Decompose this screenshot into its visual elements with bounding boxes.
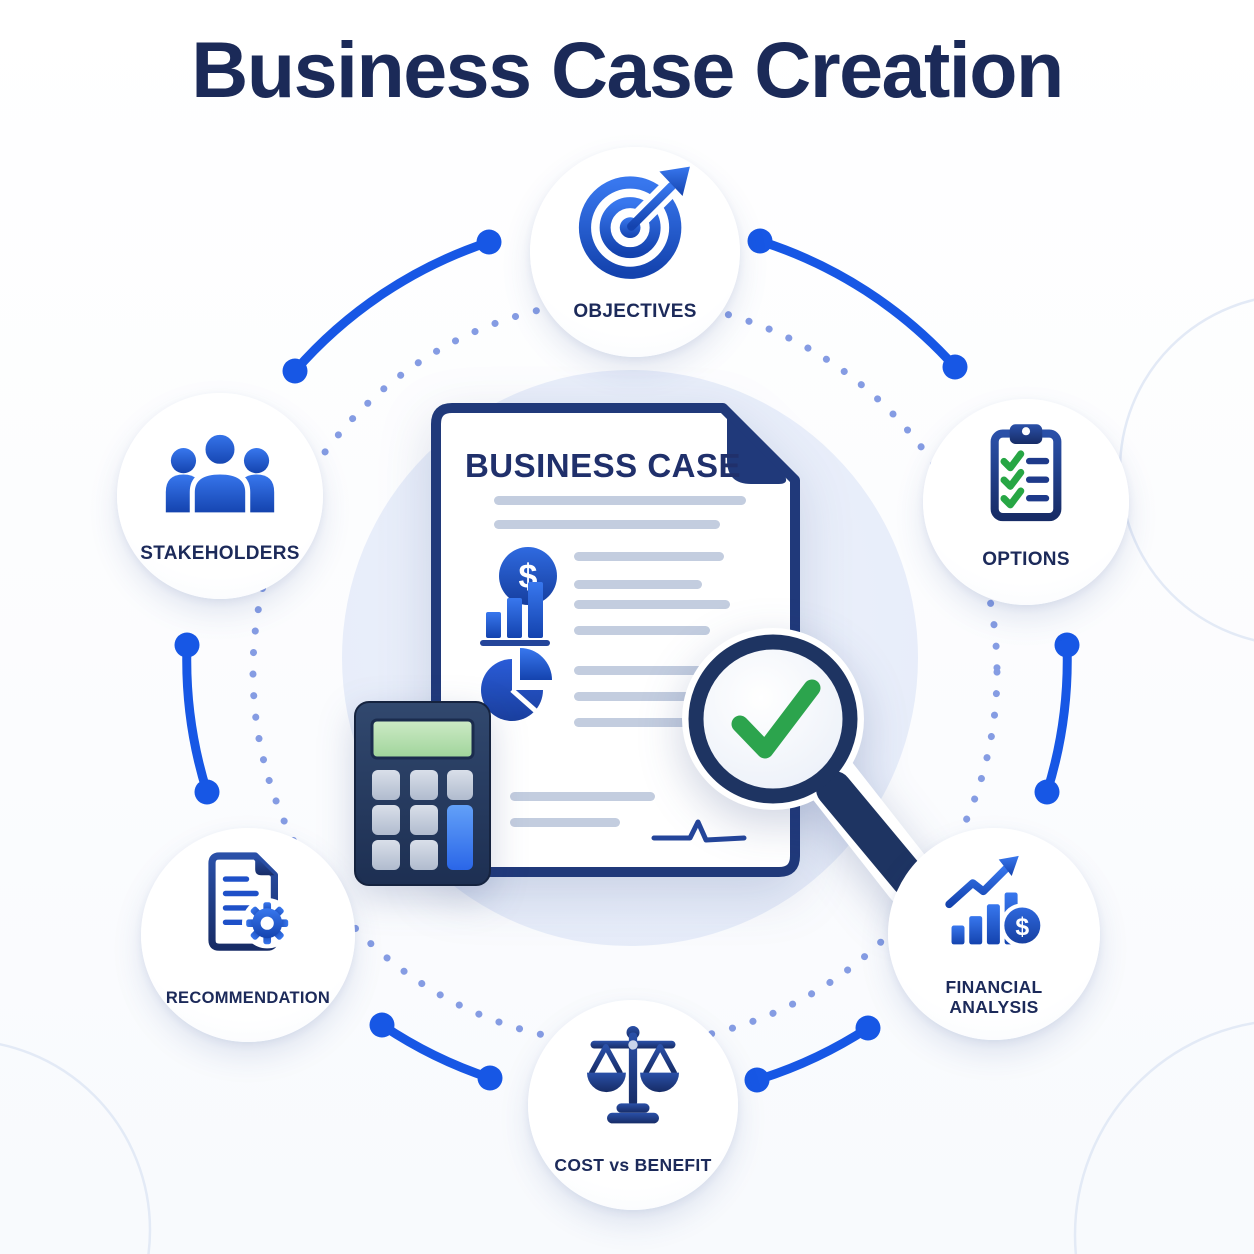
corner-decor-circle bbox=[1118, 298, 1254, 642]
people-group-icon bbox=[165, 429, 275, 518]
node-stakeholders: STAKEHOLDERS bbox=[117, 393, 323, 599]
magnifier-check-icon bbox=[682, 628, 938, 908]
calculator-keys bbox=[372, 770, 473, 870]
node-label: OBJECTIVES bbox=[573, 301, 697, 322]
node-label: COST vs BENEFIT bbox=[554, 1155, 712, 1175]
solid-connector-arcs bbox=[174, 228, 1080, 1093]
node-cost-vs-benefit: COST vs BENEFIT bbox=[528, 1000, 738, 1210]
node-label: RECOMMENDATION bbox=[165, 989, 331, 1007]
page-title: Business Case Creation bbox=[191, 25, 1064, 114]
growth-chart-dollar-icon: $ bbox=[945, 855, 1045, 948]
center-illustration: BUSINESS CASE $ bbox=[342, 370, 938, 946]
node-label: FINANCIAL ANALYSIS bbox=[945, 976, 1043, 1018]
bar-chart-icon bbox=[480, 582, 550, 646]
target-arrow-icon bbox=[578, 166, 690, 279]
magnifier-handle bbox=[816, 771, 927, 897]
node-financial-analysis: $ FINANCIAL ANALYSIS bbox=[888, 828, 1100, 1040]
calculator-icon bbox=[354, 701, 491, 886]
node-label: OPTIONS bbox=[982, 549, 1070, 570]
check-icon bbox=[731, 679, 821, 759]
corner-decor-circle bbox=[1073, 1021, 1254, 1254]
node-objectives: OBJECTIVES bbox=[530, 147, 740, 357]
node-options: OPTIONS bbox=[923, 399, 1129, 605]
folded-corner bbox=[727, 418, 787, 484]
clipboard-checklist-icon bbox=[990, 424, 1062, 522]
node-recommendation: RECOMMENDATION bbox=[141, 828, 355, 1042]
signature-line bbox=[651, 819, 747, 843]
calculator-screen bbox=[370, 718, 475, 760]
document-gear-icon bbox=[208, 852, 293, 951]
gear-icon bbox=[242, 898, 293, 949]
pie-chart-icon bbox=[481, 648, 552, 721]
calculator-blue-key bbox=[447, 805, 473, 870]
corner-decor-circle bbox=[0, 1043, 152, 1254]
document-title: BUSINESS CASE bbox=[465, 447, 741, 484]
node-label: STAKEHOLDERS bbox=[140, 543, 300, 564]
dollar-coin-icon: $ bbox=[1000, 903, 1045, 948]
svg-text:$: $ bbox=[1015, 914, 1029, 941]
balance-scale-icon bbox=[586, 1026, 680, 1124]
